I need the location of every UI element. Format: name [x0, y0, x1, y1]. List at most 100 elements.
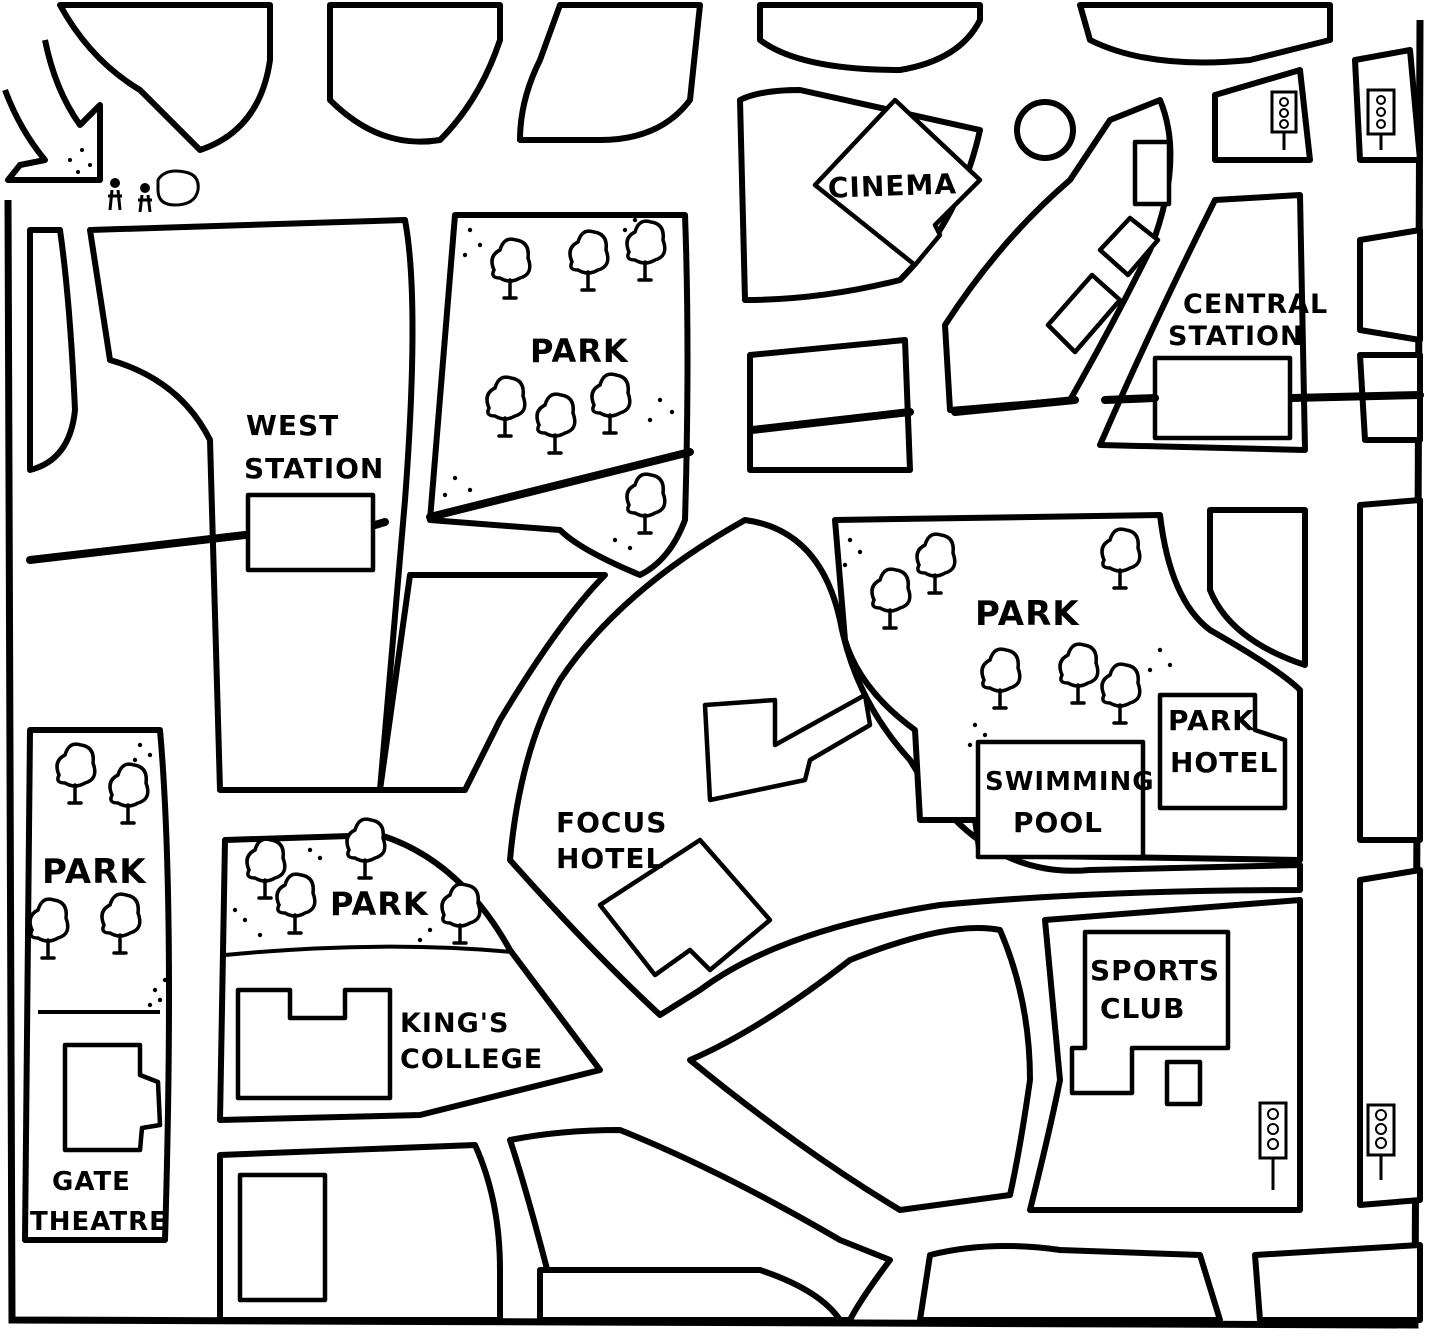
stipple-dot: [242, 917, 248, 923]
park-hotel-label-2: HOTEL: [1170, 746, 1278, 779]
park-west-block: [22, 727, 172, 1243]
park-hotel-label-1: PARK: [1168, 704, 1255, 737]
focus-hotel-building: [597, 837, 773, 978]
stipple-dot: [467, 227, 473, 233]
tree-icon: [275, 872, 317, 935]
tree-icon: [490, 237, 532, 300]
railway-segment-6: [1101, 394, 1159, 404]
block-below-park-north: [377, 572, 608, 793]
gate-theatre-label-1: GATE: [52, 1167, 131, 1197]
tree-icon: [440, 882, 482, 945]
small-building-3: [1045, 272, 1123, 355]
stipple-dot: [972, 722, 978, 728]
swimming-pool-label-1: SWIMMING: [985, 767, 1155, 797]
tree-icon: [345, 817, 387, 880]
block-top-2: [327, 2, 503, 145]
tree-icon: [915, 532, 957, 595]
gate-theatre-building: [62, 1042, 163, 1153]
sports-club-label-1: SPORTS: [1090, 954, 1220, 987]
park-hotel-building: [1157, 692, 1288, 811]
block-rail-middle: [747, 337, 913, 473]
focus-hotel-label-2: HOTEL: [556, 842, 664, 875]
park-east-label: PARK: [975, 594, 1080, 634]
stipple-dot: [612, 537, 618, 543]
stipple-dot: [137, 742, 143, 748]
stipple-dot: [147, 752, 153, 758]
traffic-light-icon: [1258, 1101, 1288, 1190]
stipple-dot: [982, 732, 988, 738]
traffic-light-icon: [1270, 90, 1298, 150]
stipple-dot: [147, 1002, 153, 1008]
stipple-dot: [232, 907, 238, 913]
tree-icon: [625, 219, 667, 282]
tree-icon: [1100, 527, 1142, 590]
west-station-building: [245, 492, 376, 573]
tree-icon: [100, 892, 142, 955]
block-far-left: [27, 227, 78, 473]
stipple-dot: [842, 562, 848, 568]
swimming-pool-building: [975, 739, 1146, 860]
traffic-light-icon: [1366, 88, 1396, 150]
building-center: [702, 692, 873, 803]
tree-icon: [568, 229, 610, 292]
central-station-label-2: STATION: [1168, 321, 1304, 352]
small-building-2: [1097, 215, 1161, 278]
park-west-label: PARK: [42, 852, 147, 892]
stipple-dot: [657, 397, 663, 403]
stipple-dot: [307, 847, 313, 853]
people-icon: [108, 169, 200, 213]
railway-segment-5: [951, 396, 1079, 416]
stipple-dot: [132, 757, 138, 763]
kings-college-label-2: COLLEGE: [400, 1044, 543, 1075]
block-bottom-center: [687, 925, 1033, 1213]
stipple-dot: [152, 987, 158, 993]
railway-segment-3: [426, 448, 694, 521]
railway-segment-4: [748, 408, 914, 434]
block-bottom-right-2: [1252, 1242, 1423, 1323]
park-center-label: PARK: [330, 885, 429, 923]
swimming-pool-label-2: POOL: [1013, 806, 1103, 839]
kings-college-label-1: KING'S: [400, 1008, 509, 1039]
block-near-park-hotel: [1207, 507, 1308, 668]
railway-segment-2: [371, 518, 389, 529]
sports-club-annex: [1164, 1059, 1203, 1107]
stipple-dot: [669, 409, 675, 415]
stipple-dot: [647, 417, 653, 423]
tree-icon: [108, 762, 150, 825]
central-station-label-1: CENTRAL: [1183, 289, 1328, 320]
block-bottom-right-1: [917, 1243, 1223, 1323]
railway-segment-1: [26, 531, 249, 564]
tree-icon: [980, 647, 1022, 710]
block-top-1: [57, 2, 273, 153]
tree-icon: [55, 742, 97, 805]
stipple-dot: [317, 855, 323, 861]
park-stipple-layer: [132, 217, 1173, 1008]
block-right-1: [1357, 227, 1423, 343]
start-arrow-icon: [2, 39, 103, 183]
stipple-dot: [467, 487, 473, 493]
tree-icon: [485, 375, 527, 438]
tree-icon: [535, 392, 577, 455]
trees-layer: [28, 219, 1142, 960]
stipple-dot: [462, 252, 468, 258]
focus-hotel-label-1: FOCUS: [556, 806, 667, 839]
cinema-label: CINEMA: [827, 167, 957, 204]
block-top-3: [517, 2, 703, 143]
tree-icon: [1058, 642, 1100, 705]
block-bottom-3: [537, 1267, 843, 1323]
tree-icon: [870, 567, 912, 630]
stipple-dot: [417, 937, 423, 943]
central-station-building: [1152, 355, 1293, 441]
stipple-dot: [452, 475, 458, 481]
stipple-dot: [442, 492, 448, 498]
tree-icon: [1100, 662, 1142, 725]
stipple-dot: [157, 997, 163, 1003]
stipple-dot: [427, 927, 433, 933]
stipple-dot: [1147, 667, 1153, 673]
tree-icon: [590, 372, 632, 435]
railway-segment-7: [1288, 391, 1424, 402]
stipple-dot: [622, 227, 628, 233]
stipple-dot: [477, 242, 483, 248]
